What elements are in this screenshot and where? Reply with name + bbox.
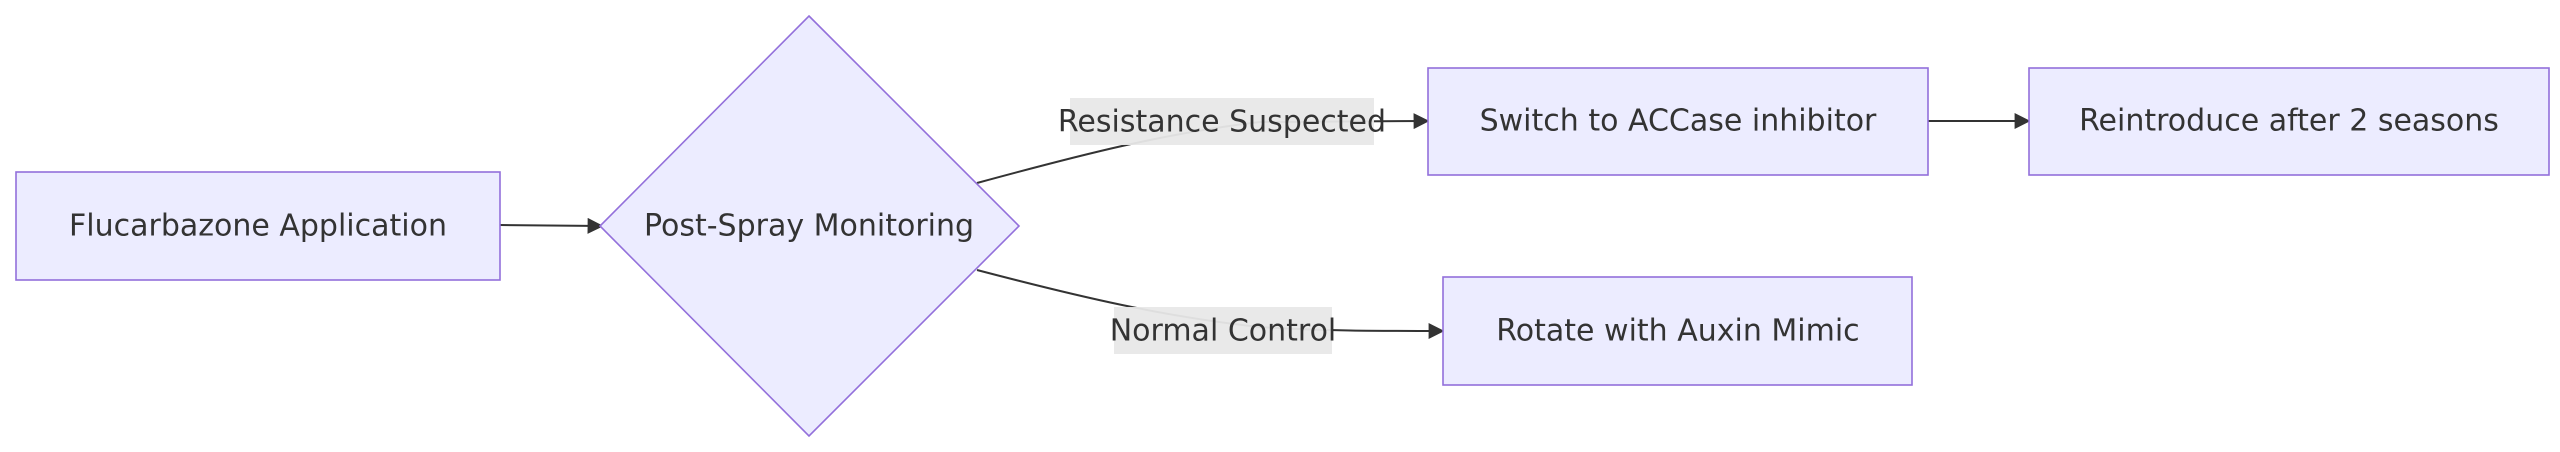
node-label: Switch to ACCase inhibitor bbox=[1480, 104, 1877, 139]
node-rotate-with-auxin-mimic: Rotate with Auxin Mimic bbox=[1442, 276, 1913, 386]
decision-diamond bbox=[598, 14, 1021, 438]
node-label: Reintroduce after 2 seasons bbox=[2079, 104, 2499, 139]
node-box bbox=[1442, 276, 1913, 386]
node-label: Post-Spray Monitoring bbox=[644, 209, 974, 244]
node-label: Flucarbazone Application bbox=[69, 209, 447, 244]
node-box bbox=[2028, 67, 2550, 176]
edge-label-text: Normal Control bbox=[1110, 314, 1337, 349]
edge-label-text: Resistance Suspected bbox=[1058, 105, 1386, 140]
edge-label-background bbox=[1114, 307, 1332, 354]
node-label: Rotate with Auxin Mimic bbox=[1496, 314, 1859, 349]
edge-label-background bbox=[1070, 98, 1374, 145]
edge-label-resistance-suspected: Resistance Suspected bbox=[1058, 98, 1386, 145]
edge-label-normal-control: Normal Control bbox=[1110, 307, 1337, 354]
node-box bbox=[15, 171, 501, 281]
node-box bbox=[1427, 67, 1929, 176]
edge-application-to-monitoring bbox=[499, 217, 604, 234]
node-reintroduce-after-2-seasons: Reintroduce after 2 seasons bbox=[2028, 67, 2550, 176]
node-flucarbazone-application: Flucarbazone Application bbox=[15, 171, 501, 281]
node-switch-to-accase-inhibitor: Switch to ACCase inhibitor bbox=[1427, 67, 1929, 176]
node-post-spray-monitoring: Post-Spray Monitoring bbox=[598, 14, 1021, 438]
